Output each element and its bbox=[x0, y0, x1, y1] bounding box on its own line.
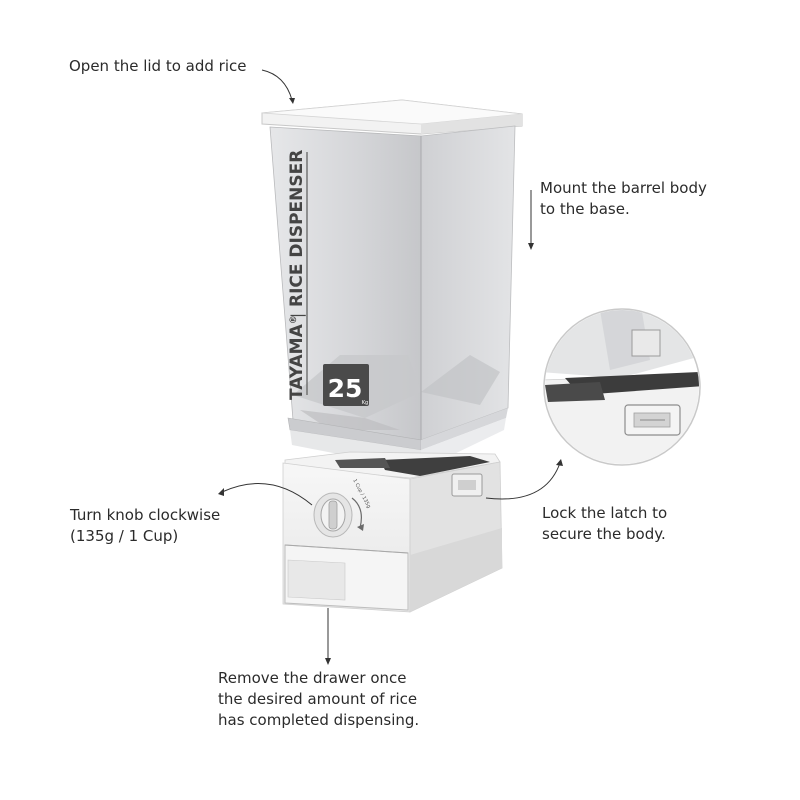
knob-arrow-head bbox=[218, 488, 224, 496]
brand-divider: | bbox=[288, 313, 306, 318]
callout-line: Open the lid to add rice bbox=[69, 57, 247, 75]
callout-line: Lock the latch to bbox=[542, 504, 668, 522]
callout-line: to the base. bbox=[540, 200, 630, 218]
callout-lock-latch: Lock the latch to secure the body. bbox=[542, 503, 667, 545]
callout-line: Mount the barrel body bbox=[540, 179, 707, 197]
brand-text: TAYAMA® bbox=[287, 315, 307, 400]
capacity-badge: 25 Kg bbox=[323, 364, 369, 406]
latch-zoom-inset bbox=[543, 308, 701, 466]
callout-line: Remove the drawer once bbox=[218, 669, 407, 687]
callout-remove-drawer: Remove the drawer once the desired amoun… bbox=[218, 668, 450, 731]
product-name-text: RICE DISPENSER bbox=[287, 150, 307, 307]
callout-turn-knob: Turn knob clockwise (135g / 1 Cup) bbox=[70, 505, 220, 547]
callout-arrows bbox=[218, 69, 563, 665]
drawer-arrow-head bbox=[325, 658, 331, 665]
lid-arrow bbox=[261, 69, 293, 101]
base bbox=[282, 451, 503, 613]
callout-line: (135g / 1 Cup) bbox=[70, 527, 179, 545]
callout-line: has completed dispensing. bbox=[218, 711, 420, 729]
callout-open-lid: Open the lid to add rice bbox=[69, 56, 246, 77]
knob-arrow bbox=[221, 483, 313, 506]
brand-strip: TAYAMA® RICE DISPENSER | bbox=[287, 150, 308, 400]
lid bbox=[261, 99, 523, 135]
latch-arrow bbox=[485, 462, 561, 500]
lid-arrow-head bbox=[289, 98, 295, 104]
capacity-value: 25 bbox=[328, 374, 363, 403]
mount-arrow-head bbox=[528, 243, 534, 250]
callout-line: secure the body. bbox=[542, 525, 666, 543]
callout-mount-barrel: Mount the barrel body to the base. bbox=[540, 178, 707, 220]
callout-line: Turn knob clockwise bbox=[70, 506, 221, 524]
callout-line: the desired amount of rice bbox=[218, 690, 418, 708]
capacity-unit: Kg bbox=[362, 400, 368, 406]
latch-arrow-head bbox=[556, 459, 563, 466]
